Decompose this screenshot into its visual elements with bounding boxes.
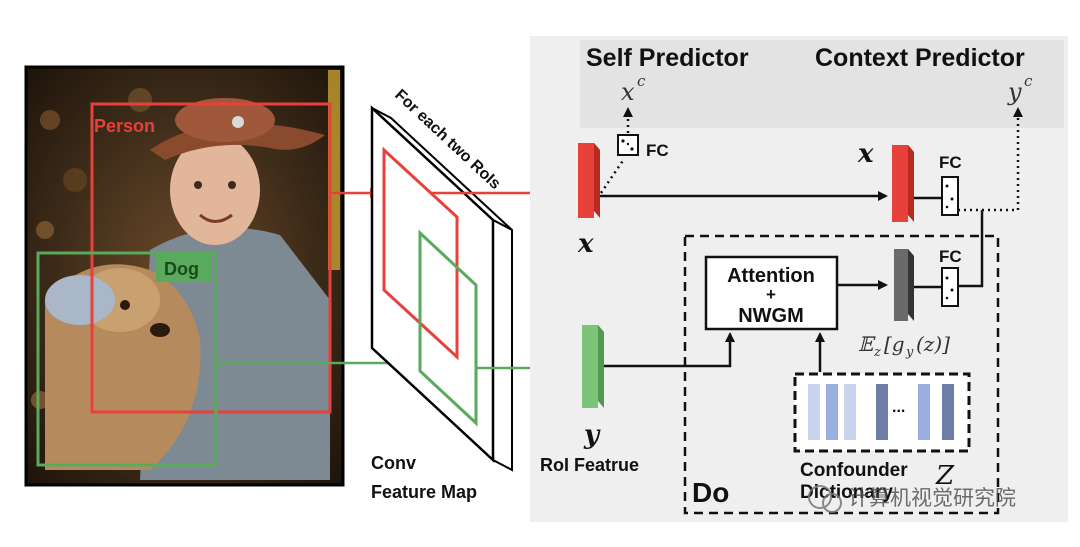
context-fc-label-upper: FC (939, 153, 962, 172)
context-fc-label-lower: FC (939, 247, 962, 266)
svg-text:x: x (621, 78, 635, 106)
attention-label: Attention (727, 265, 815, 287)
svg-text:c: c (637, 72, 646, 90)
context-fc-layer-lower (942, 268, 958, 306)
x-feature-block (578, 143, 600, 218)
svg-text:y: y (1007, 78, 1022, 106)
confounder-label-line1: Confounder (800, 460, 908, 481)
x-label: x (577, 229, 594, 259)
y-label: y (583, 420, 601, 450)
watermark-text: 计算机视觉研究院 (848, 486, 1016, 510)
conv-feature-map: For each two RoIs (372, 86, 512, 470)
nwgm-label: NWGM (738, 305, 804, 327)
person-label: Person (94, 116, 155, 136)
context-predictor-title: Context Predictor (815, 44, 1025, 72)
roi-feature-label: RoI Featrue (540, 455, 639, 475)
y-feature-block (582, 325, 604, 408)
expectation-feature-block (894, 249, 914, 321)
dog-label: Dog (164, 259, 199, 279)
do-label: Do (692, 477, 729, 508)
expectation-label: 𝔼 z [g y (z)] (858, 332, 950, 360)
feature-map-caption-line1: Conv (371, 453, 416, 473)
self-fc-label: FC (646, 141, 669, 160)
context-x-feature-block (892, 145, 914, 222)
svg-text:y: y (905, 345, 914, 360)
feature-map-caption-line2: Feature Map (371, 482, 477, 502)
dictionary-ellipsis: ... (892, 399, 905, 416)
svg-text:(z)]: (z)] (916, 332, 950, 356)
svg-text:z: z (873, 345, 881, 360)
context-x-label: x (857, 139, 874, 169)
photo: Person Dog (26, 67, 343, 485)
attention-plus: + (766, 285, 776, 304)
svg-text:[g: [g (884, 332, 905, 356)
self-predictor-title: Self Predictor (586, 44, 749, 72)
dog-bandana (45, 275, 115, 325)
context-fc-layer-upper (942, 177, 958, 215)
svg-text:c: c (1024, 72, 1033, 90)
